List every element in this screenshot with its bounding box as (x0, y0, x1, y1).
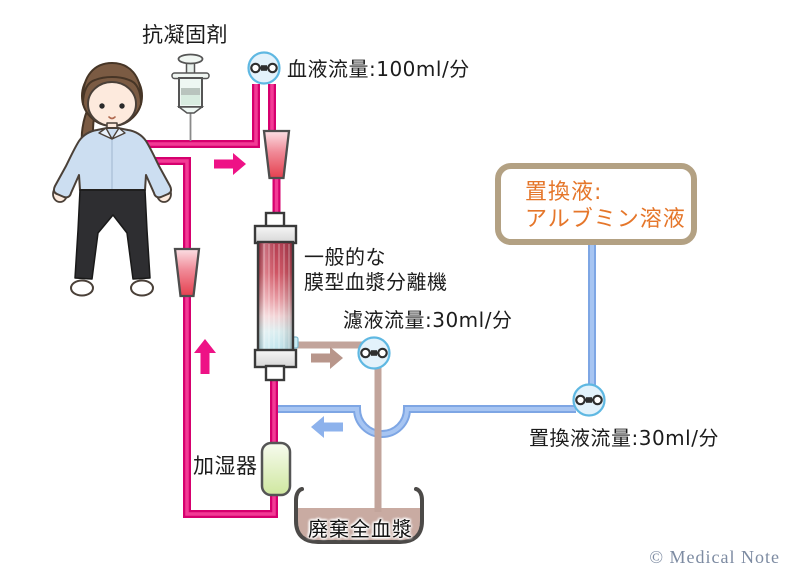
replacement-fluid-box: 置換液: アルブミン溶液 (495, 163, 697, 245)
replacement-left-arrow (311, 416, 343, 438)
warmer-device (260, 441, 292, 497)
filtrate-flow-label: 濾液流量:30ml/分 (343, 308, 513, 332)
copyright-text: © Medical Note (649, 547, 780, 567)
syringe-icon (171, 53, 210, 141)
anticoagulant-label: 抗凝固剤 (142, 23, 228, 47)
replacement-flow-label: 置換液流量:30ml/分 (529, 426, 719, 450)
blood-flow-label: 血液流量:100ml/分 (287, 57, 470, 81)
separator-label: 一般的な 膜型血漿分離機 (304, 245, 448, 294)
blood-pump-icon (247, 51, 281, 85)
filtrate-right-arrow (311, 347, 343, 369)
waste-label: 廃棄全血漿 (308, 517, 413, 541)
blood-return-up-arrow (194, 339, 216, 374)
drip-chamber-return (173, 247, 201, 298)
drip-chamber-draw (262, 129, 291, 180)
filtrate-line (294, 341, 382, 512)
plasma-separator (253, 211, 299, 382)
replacement-line (278, 245, 596, 438)
replacement-fluid-label: 置換液: アルブミン溶液 (525, 180, 686, 232)
blood-line (128, 84, 281, 518)
replacement-pump-icon (572, 383, 606, 417)
waste-liquid (298, 508, 420, 540)
filtrate-pump-icon (357, 336, 391, 370)
warmer-label: 加湿器 (193, 454, 258, 478)
blood-flow-right-arrow (214, 153, 246, 175)
waste-container (294, 487, 424, 544)
patient-figure (52, 62, 173, 297)
